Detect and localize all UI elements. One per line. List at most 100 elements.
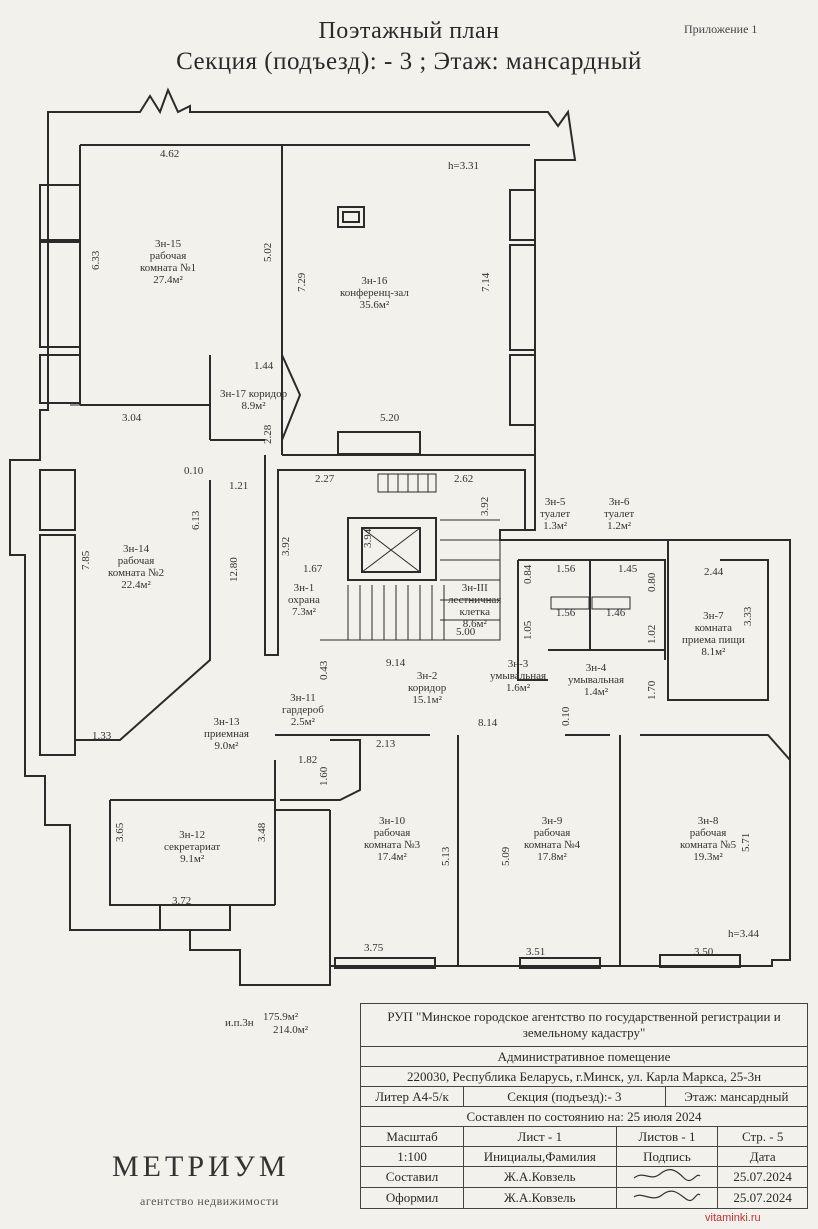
dimension-label: 3.65: [114, 822, 126, 842]
dimension-label: 1.44: [254, 360, 274, 372]
dimension-label: 8.14: [478, 717, 498, 729]
dimension-label: 5.20: [380, 412, 400, 424]
dimension-label: 1.56: [556, 563, 576, 575]
appendix-label: Приложение 1: [684, 22, 758, 36]
scale-value: 1:100: [359, 1146, 465, 1167]
dimension-label: 3.94: [362, 528, 374, 548]
dimension-label: 12.80: [228, 557, 240, 582]
dimension-label: 3.33: [742, 606, 754, 626]
dimension-label: 1.45: [618, 563, 638, 575]
sheet: Лист - 1: [463, 1126, 617, 1147]
signature-icon: [615, 1166, 719, 1188]
dimension-label: 2.62: [454, 473, 474, 485]
dimension-label: 1.82: [298, 754, 318, 766]
section: Секция (подъезд):- 3: [463, 1086, 666, 1107]
address: 220030, Республика Беларусь, г.Минск, ул…: [360, 1066, 808, 1087]
dimension-label: 3.48: [256, 822, 268, 842]
col-date: Дата: [717, 1146, 808, 1167]
org-name: РУП "Минское городское агентство по госу…: [360, 1003, 808, 1047]
dimension-label: 0.80: [646, 572, 658, 592]
object-name: Административное помещение: [360, 1046, 808, 1067]
dimension-label: 1.05: [522, 620, 534, 640]
dimension-label: 2.28: [262, 424, 274, 444]
dimension-label: 1.70: [646, 680, 658, 700]
dimension-label: 1.02: [646, 624, 658, 644]
dimension-label: 0.10: [184, 465, 204, 477]
dimension-label: h=3.31: [448, 160, 479, 172]
plan-subtitle: Секция (подъезд): - 3 ; Этаж: мансардный: [176, 48, 642, 75]
dimension-label: 1.46: [606, 607, 626, 619]
scale-label: Масштаб: [359, 1126, 465, 1147]
dimension-label: 3.50: [694, 946, 714, 958]
row1-date: 25.07.2024: [717, 1166, 808, 1188]
area-totals: и.п.3н 175.9м² 214.0м²: [225, 1011, 308, 1036]
dimension-label: 2.13: [376, 738, 396, 750]
dimension-label: 7.14: [480, 272, 492, 292]
dimension-label: 4.62: [160, 148, 180, 160]
col-sign: Подпись: [615, 1146, 719, 1167]
dimension-label: 7.29: [296, 272, 308, 292]
dimension-label: 5.09: [500, 846, 512, 866]
plan-title: Поэтажный план: [318, 18, 500, 44]
page: Стр. - 5: [717, 1126, 808, 1147]
company-logo: МЕТРИУМ: [112, 1150, 290, 1183]
totals-area-2: 214.0м²: [273, 1024, 309, 1036]
dimension-label: 3.51: [526, 946, 546, 958]
dimension-label: 3.92: [280, 536, 292, 556]
totals-label: и.п.3н: [225, 1017, 254, 1029]
dimension-label: 6.13: [190, 510, 202, 530]
dimension-label: 5.13: [440, 846, 452, 866]
dimension-label: 3.75: [364, 942, 384, 954]
sheets: Листов - 1: [615, 1126, 719, 1147]
row1-name: Ж.А.Ковзель: [463, 1166, 617, 1188]
liter: Литер А4-5/к: [359, 1086, 465, 1107]
dimension-label: 9.14: [386, 657, 406, 669]
row2-name: Ж.А.Ковзель: [463, 1187, 617, 1209]
dimension-label: 2.27: [315, 473, 335, 485]
dimension-label: 5.02: [262, 242, 274, 262]
col-names: Инициалы,Фамилия: [463, 1146, 617, 1167]
dimension-label: 1.33: [92, 730, 112, 742]
dimension-label: 0.43: [318, 660, 330, 680]
floor: Этаж: мансардный: [664, 1086, 809, 1107]
dimension-label: h=3.44: [728, 928, 759, 940]
totals-area-1: 175.9м²: [263, 1011, 299, 1023]
row2-role: Оформил: [359, 1187, 465, 1209]
signature-icon: [615, 1187, 719, 1209]
dimension-label: 1.67: [303, 563, 323, 575]
dimension-label: 5.71: [740, 832, 752, 852]
row2-date: 25.07.2024: [717, 1187, 808, 1209]
dimension-label: 1.56: [556, 607, 576, 619]
dimension-label: 1.21: [229, 480, 249, 492]
row1-role: Составил: [359, 1166, 465, 1188]
dimension-label: 3.04: [122, 412, 142, 424]
site-watermark: vitaminki.ru: [705, 1212, 761, 1224]
dimension-label: 3.92: [479, 496, 491, 516]
date-line: Составлен по состоянию на: 25 июля 2024: [360, 1106, 808, 1127]
company-tagline: агентство недвижимости: [140, 1194, 279, 1208]
dimension-label: 1.60: [318, 766, 330, 786]
dimension-label: 3.72: [172, 895, 192, 907]
dimension-label: 7.85: [80, 550, 92, 570]
dimension-label: 2.44: [704, 566, 724, 578]
dimension-label: 0.10: [560, 706, 572, 726]
